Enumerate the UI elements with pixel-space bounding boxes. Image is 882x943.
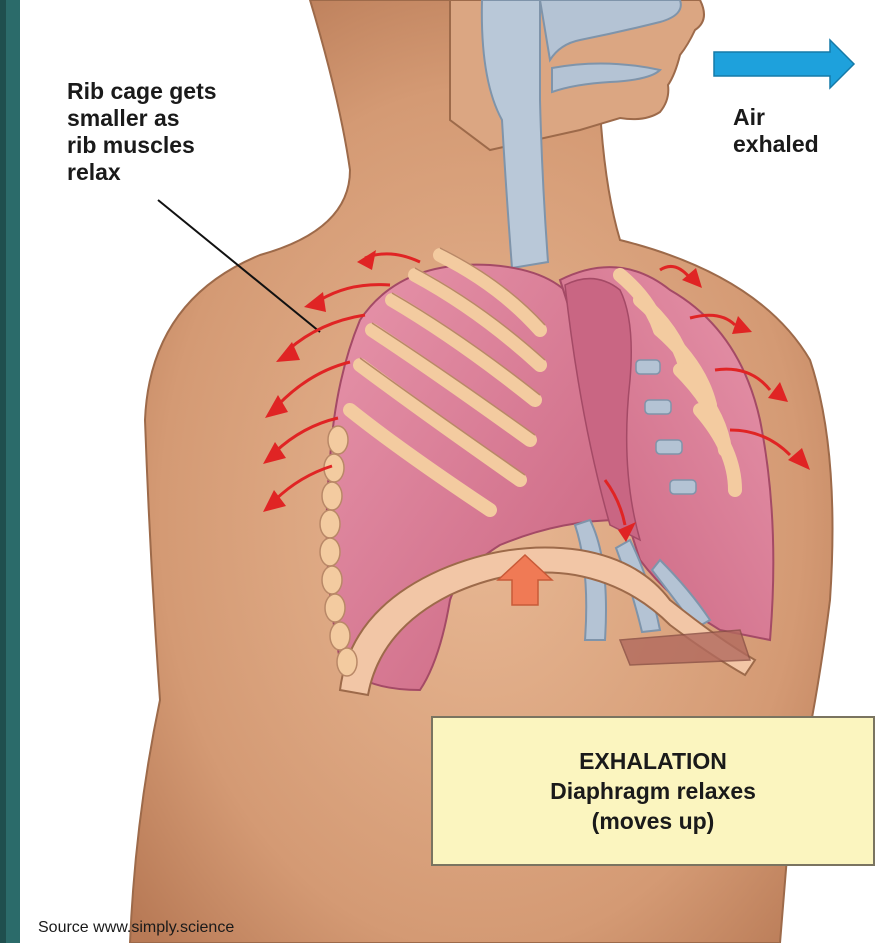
slide-edge-bar [0, 0, 20, 943]
callout-title: EXHALATION [579, 746, 727, 776]
exhalation-figure: Rib cage gets smaller as rib muscles rel… [20, 0, 882, 943]
air-exhaled-arrow [714, 40, 854, 88]
callout-line-2: (moves up) [592, 806, 715, 836]
rib-cage-label: Rib cage gets smaller as rib muscles rel… [67, 78, 217, 186]
air-exhaled-label: Air exhaled [733, 104, 819, 158]
callout-line-1: Diaphragm relaxes [550, 776, 756, 806]
exhalation-callout-box: EXHALATION Diaphragm relaxes (moves up) [431, 716, 875, 866]
source-credit: Source www.simply.science [38, 919, 234, 937]
